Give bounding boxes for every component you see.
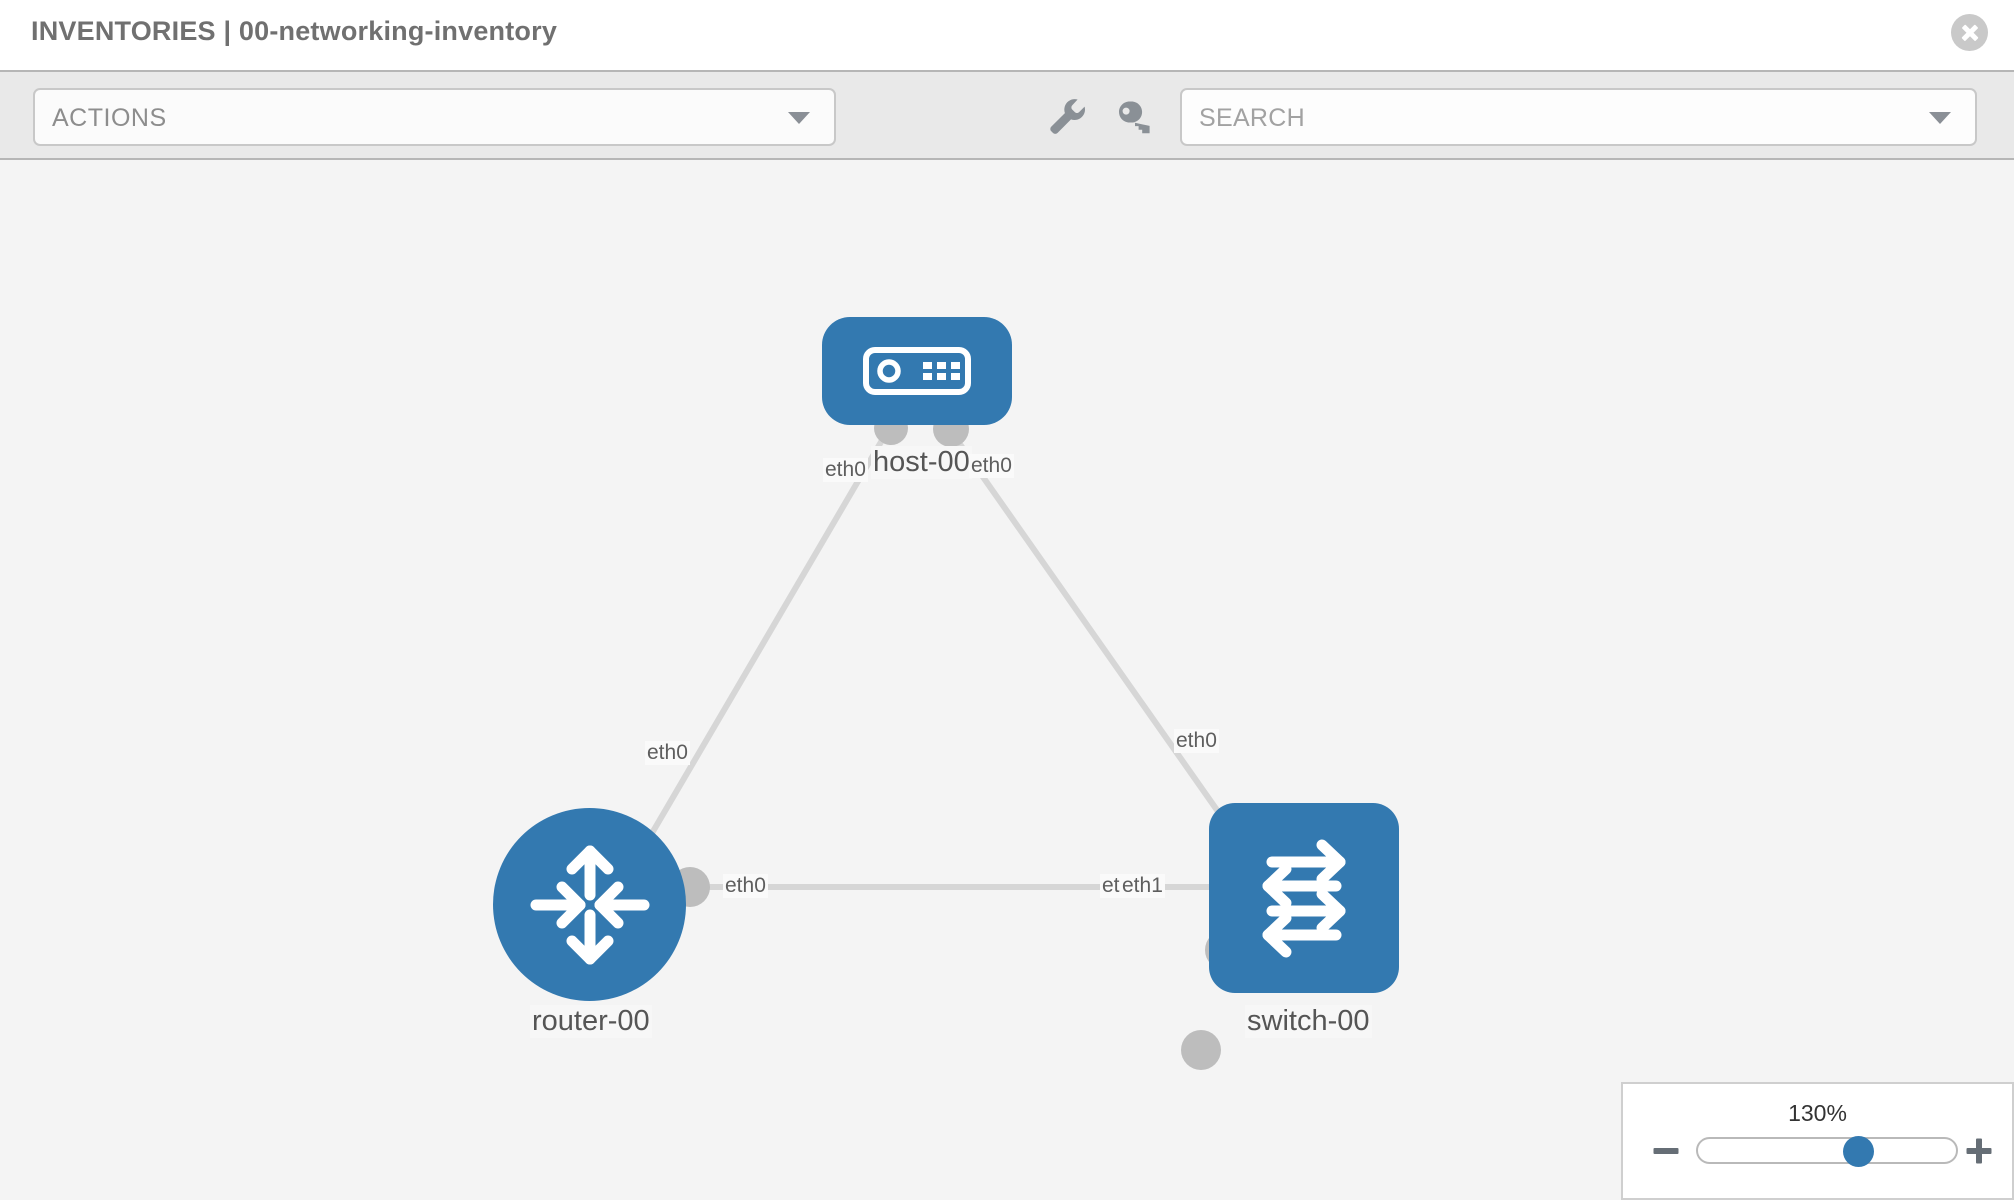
page-title: INVENTORIES | 00-networking-inventory [31,16,558,46]
toolbar: ACTIONS SEARCH [0,70,2014,160]
zoom-out-button[interactable] [1651,1136,1681,1166]
iface-label-switch-uplink: eth0 [1174,729,1219,753]
router-arrows-icon [530,845,649,964]
actions-dropdown[interactable]: ACTIONS [33,88,836,146]
port-switch-left[interactable] [1181,1030,1221,1070]
search-placeholder: SEARCH [1199,104,1305,132]
zoom-control-panel: 130% [1621,1082,2014,1200]
topology-edges [645,428,1241,890]
zoom-slider[interactable] [1696,1135,1958,1167]
actions-dropdown-label: ACTIONS [52,104,167,132]
wrench-icon[interactable] [1044,94,1090,140]
chevron-down-icon [788,112,810,124]
search-input[interactable]: SEARCH [1180,88,1977,146]
iface-label-router-eth0: eth0 [723,874,768,898]
node-label-router-00: router-00 [530,1005,652,1038]
node-router-00[interactable] [493,808,686,1001]
iface-label-host-right: eth0 [969,454,1014,478]
node-switch-00[interactable] [1209,803,1399,993]
chevron-down-icon [1929,112,1951,124]
node-label-host-00: host-00 [871,446,972,479]
iface-label-router-uplink: eth0 [645,741,690,765]
zoom-in-button[interactable] [1964,1136,1994,1166]
switch-arrows-icon [1262,839,1346,958]
zoom-slider-handle[interactable] [1842,1135,1874,1167]
node-label-switch-00: switch-00 [1245,1005,1372,1038]
iface-label-host-left: eth0 [823,458,868,482]
close-icon[interactable] [1951,14,1988,51]
node-host-00[interactable] [822,317,1012,425]
key-icon[interactable] [1112,94,1158,140]
edge-host-switch [947,428,1241,842]
edge-host-router [645,428,891,842]
topology-canvas[interactable]: host-00 router-00 switch-00 eth0 eth0 et… [0,160,2014,1200]
page-header: INVENTORIES | 00-networking-inventory [0,0,2014,70]
iface-label-switch-eth1: eth1 [1120,874,1165,898]
zoom-level-label: 130% [1788,1100,1847,1126]
server-device-icon [863,347,971,395]
